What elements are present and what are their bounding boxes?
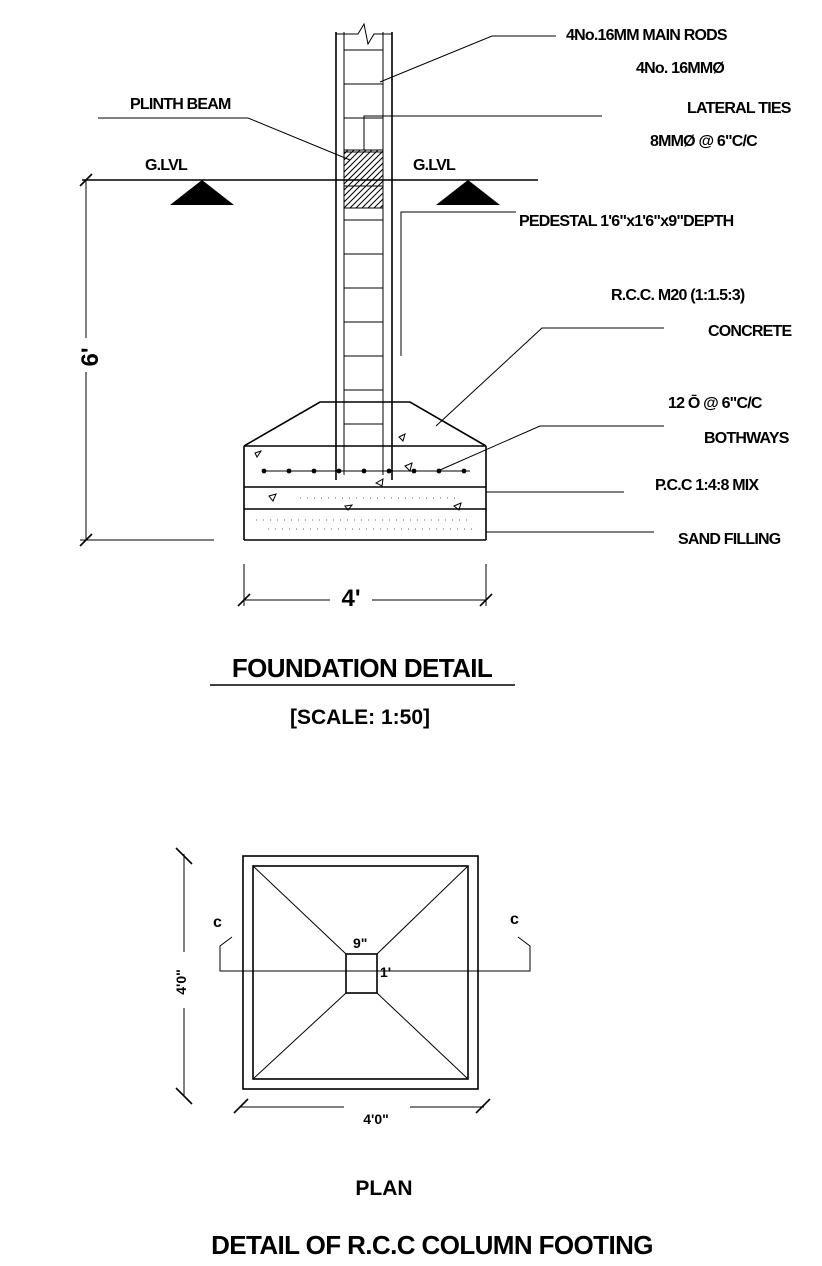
section-mark-right: c [510, 911, 519, 928]
ground-level-symbol-right [436, 180, 500, 205]
hatch-line [355, 180, 383, 208]
foundation-section: 6' 4' 4No.16MM MAIN RODS 4No. 16MMØ PLIN… [77, 22, 793, 729]
depth-dimension-label: 6' [77, 347, 104, 366]
depth-dimension [79, 173, 214, 547]
rcc-mix-label: R.C.C. M20 (1:1.5:3) [611, 287, 745, 304]
plan-column [345, 953, 378, 994]
rebar-dot [286, 468, 292, 474]
hatch-line [367, 192, 383, 208]
ground-level-label-left: G.LVL [145, 157, 188, 174]
main-rods-label: 4No.16MM MAIN RODS [566, 27, 728, 44]
pcc-mix-label: P.C.C 1:4:8 MIX [655, 477, 759, 494]
plan-slope-lines [252, 865, 469, 1080]
sand-texture [256, 497, 476, 530]
plan-height-label: 4'0" [173, 969, 189, 995]
lateral-ties-spacing-label: 8MMØ @ 6"C/C [650, 133, 758, 150]
plan-width-label: 4'0" [363, 1111, 389, 1127]
rebar-dots [261, 468, 467, 474]
width-dimension [237, 564, 493, 607]
hatch-line [344, 150, 349, 155]
rebar-dot [411, 468, 417, 474]
lateral-ties-label: LATERAL TIES [687, 100, 792, 117]
hatch-line [344, 156, 383, 197]
plinth-beam-box [284, 149, 384, 209]
rebar-dot [336, 468, 342, 474]
column-break-symbol [336, 22, 392, 46]
hatch-line [344, 150, 373, 179]
plan-outer-square [242, 855, 479, 1090]
foundation-detail-title: FOUNDATION DETAIL [232, 653, 493, 683]
rebar-dot [461, 468, 467, 474]
hatch-line [344, 150, 361, 167]
width-dimension-label: 4' [341, 585, 360, 612]
rebar-dot [361, 468, 367, 474]
hatch-line [344, 168, 383, 208]
hatch-line [284, 150, 342, 208]
main-rods-dia-label: 4No. 16MMØ [636, 60, 724, 77]
sand-filling-label: SAND FILLING [678, 531, 781, 548]
ground-level-label-right: G.LVL [413, 157, 456, 174]
rebar-dot [311, 468, 317, 474]
plan-height-dimension [175, 847, 193, 1105]
plan-view: c c 9" 1' 4'0" 4'0" PLAN [173, 847, 531, 1200]
footing-caption: DETAIL OF R.C.C COLUMN FOOTING [211, 1230, 653, 1260]
lateral-ties [344, 49, 383, 425]
rebar-dot [261, 468, 267, 474]
reinforcement-label: 12 Ō @ 6"C/C [668, 393, 763, 412]
plan-width-dimension [233, 1098, 491, 1114]
plan-label: PLAN [355, 1177, 412, 1200]
column-width-label: 9" [353, 935, 367, 951]
concrete-label: CONCRETE [708, 323, 793, 340]
pedestal-label: PEDESTAL 1'6"x1'6"x9"DEPTH [519, 213, 734, 230]
aggregate-marks [254, 433, 462, 511]
plan-inner-square [252, 865, 469, 1080]
hatch-line [361, 186, 383, 208]
hatch-line [344, 150, 383, 191]
section-mark-left: c [213, 914, 222, 931]
column-depth-label: 1' [380, 964, 391, 980]
hatch-line [344, 150, 379, 185]
bothways-label: BOTHWAYS [704, 430, 790, 447]
foundation-scale-label: [SCALE: 1:50] [290, 706, 430, 729]
rebar-dot [386, 468, 392, 474]
footing-slope-top [243, 401, 487, 447]
hatch-line [344, 150, 367, 173]
hatch-line [349, 174, 383, 208]
hatch-line [344, 162, 383, 203]
leader-lines [98, 35, 664, 533]
plinth-beam-label: PLINTH BEAM [130, 96, 231, 113]
ground-level-symbol-left [170, 180, 234, 205]
hatch-line [344, 150, 355, 161]
section-line [219, 936, 531, 972]
